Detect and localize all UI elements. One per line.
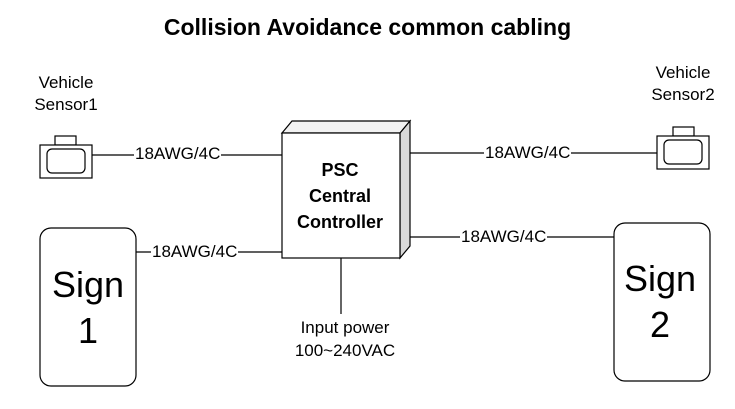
controller-box-side [399, 119, 411, 260]
sign1-cable-label: 18AWG/4C [151, 242, 239, 261]
controller-box-front [281, 132, 401, 259]
sign1-label: Sign 1 [40, 262, 136, 354]
sign1-label-line1: Sign [51, 264, 125, 305]
sign1-label-line2: 1 [77, 310, 99, 351]
sensor2-label-line1: Vehicle [655, 63, 711, 82]
controller-label-line2: Central [308, 186, 371, 206]
sensor1-label-line1: Vehicle [38, 73, 94, 92]
controller-label-line3: Controller [296, 212, 383, 232]
sensor1-label-line2: Sensor1 [34, 95, 98, 114]
sensor2-cable-label: 18AWG/4C [484, 143, 572, 162]
controller-label: PSC Central Controller [282, 157, 398, 235]
power-label: Input power 100~240VAC [270, 316, 420, 362]
diagram-title: Collision Avoidance common cabling [163, 14, 572, 40]
sensor1-cable-label: 18AWG/4C [134, 144, 222, 163]
sensor1-label: Vehicle Sensor1 [16, 72, 116, 116]
sign2-label: Sign 2 [612, 256, 708, 348]
power-label-line1: Input power [300, 318, 390, 337]
sign2-label-line2: 2 [649, 304, 671, 345]
vehicle-sensor-1-icon [39, 135, 93, 179]
sign-1-panel [39, 227, 137, 387]
vehicle-sensor-2-icon [656, 126, 710, 170]
sensor2-label: Vehicle Sensor2 [633, 62, 733, 106]
power-label-line2: 100~240VAC [294, 341, 396, 360]
sign-2-panel [613, 222, 711, 382]
controller-box-top [280, 120, 412, 134]
controller-label-line1: PSC [321, 160, 359, 180]
sign2-cable-label: 18AWG/4C [460, 227, 548, 246]
controller-box [280, 119, 412, 260]
sensor2-label-line2: Sensor2 [651, 85, 715, 104]
sign2-label-line1: Sign [623, 258, 697, 299]
